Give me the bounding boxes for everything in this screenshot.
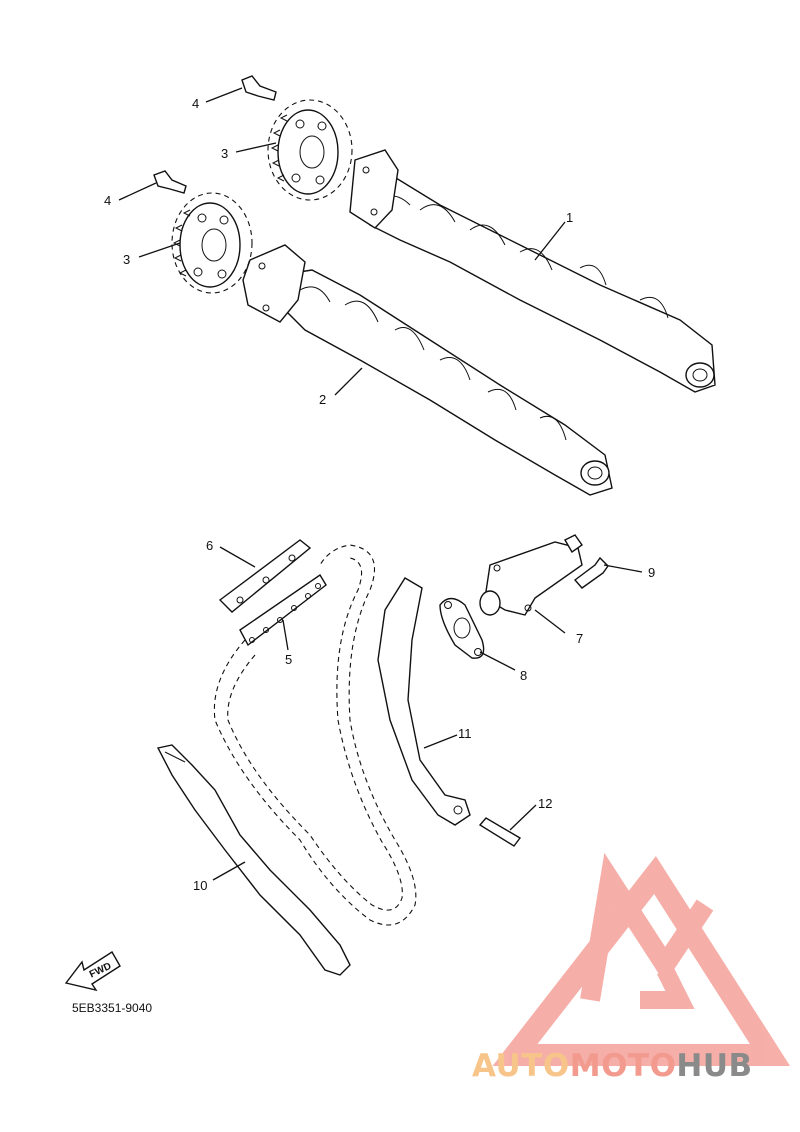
camshaft-1 (349, 149, 716, 393)
callout-9: 9 (648, 565, 655, 580)
tensioner-gasket (439, 597, 485, 659)
callout-labels: 1 2 3 3 4 4 5 6 7 8 9 10 11 12 (104, 96, 655, 893)
automotohub-logo (492, 852, 791, 1066)
callout-4-lower: 4 (104, 193, 111, 208)
chain-guide-intake (156, 744, 351, 976)
guide-pin (478, 817, 522, 847)
brand-hub: HUB (676, 1048, 753, 1084)
callout-3-upper: 3 (221, 146, 228, 161)
timing-chain (213, 544, 417, 926)
callout-5: 5 (285, 652, 292, 667)
callout-10: 10 (193, 878, 207, 893)
chain-tensioner (479, 534, 583, 616)
callout-4-upper: 4 (192, 96, 199, 111)
callout-11: 11 (458, 726, 472, 741)
chain-guide-exhaust (377, 577, 471, 826)
fwd-arrow-icon: FWD (64, 951, 121, 992)
callout-7: 7 (576, 631, 583, 646)
camshaft-2 (242, 244, 613, 496)
brand-moto: MOTO (569, 1048, 677, 1084)
chain-guide-top (218, 539, 312, 613)
part-code: 5EB3351-9040 (72, 1001, 152, 1015)
sprocket-bolt-upper (241, 75, 277, 101)
leader-lines (118, 87, 643, 881)
sprocket-bolt-lower (153, 170, 187, 194)
cam-sprocket-lower (171, 192, 253, 294)
callout-6: 6 (206, 538, 213, 553)
callout-1: 1 (566, 210, 573, 225)
brand-auto: AUTO (472, 1048, 570, 1084)
callout-3-lower: 3 (123, 252, 130, 267)
brand-wordmark: AUTOMOTOHUB (472, 1048, 753, 1084)
callout-2: 2 (319, 392, 326, 407)
callout-12: 12 (538, 796, 552, 811)
cam-sprocket-upper (267, 99, 353, 201)
callout-8: 8 (520, 668, 527, 683)
